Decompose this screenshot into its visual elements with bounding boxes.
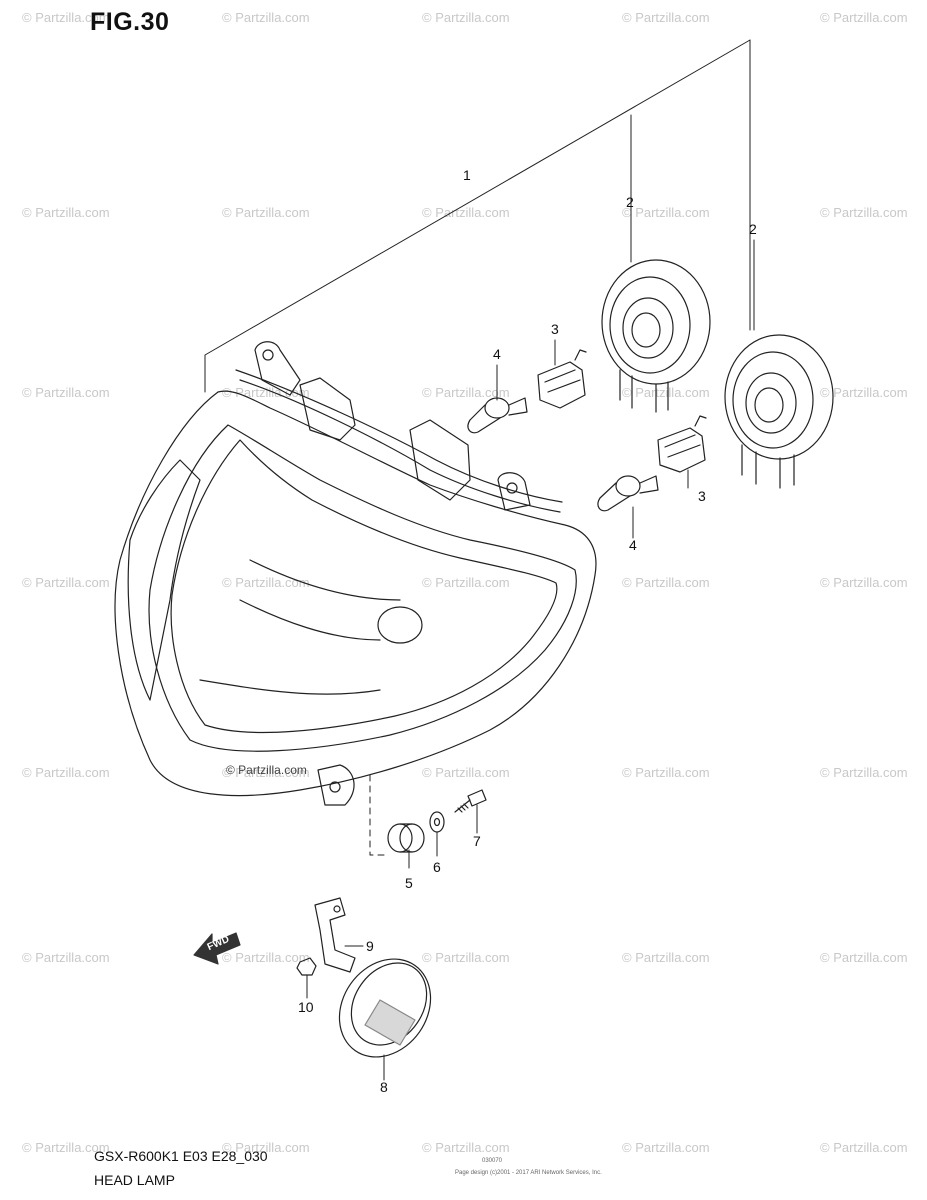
- figure-title: FIG.30: [90, 8, 170, 36]
- watermark: © Partzilla.com: [422, 205, 510, 220]
- bulb-socket-boss-left: [300, 378, 355, 440]
- watermark: © Partzilla.com: [622, 385, 710, 400]
- headlamp-lens-ring: [171, 440, 557, 732]
- watermark: © Partzilla.com: [422, 950, 510, 965]
- watermark: © Partzilla.com: [820, 765, 908, 780]
- bulb-lower: [598, 476, 658, 511]
- grommet: [388, 824, 424, 852]
- watermark: © Partzilla.com: [22, 1140, 110, 1155]
- watermark: © Partzilla.com: [422, 10, 510, 25]
- socket-cover-lower: [725, 335, 833, 488]
- headlamp-assembly: [115, 342, 596, 805]
- callout-8: 8: [380, 1079, 388, 1095]
- watermark: © Partzilla.com: [422, 765, 510, 780]
- projector-lens: [378, 607, 422, 643]
- watermark: © Partzilla.com: [622, 205, 710, 220]
- callout-6: 6: [433, 859, 441, 875]
- socket-cover-upper: [602, 260, 710, 412]
- sheet-code: 030070: [482, 1158, 503, 1164]
- mount-hole-right: [507, 483, 517, 493]
- watermark: © Partzilla.com: [222, 765, 310, 780]
- leader-line-5: [370, 775, 386, 855]
- callout-4b: 4: [629, 537, 637, 553]
- headlamp-outer-shell: [115, 391, 596, 795]
- headlamp-reflector-top: [240, 380, 560, 512]
- watermark: © Partzilla.com: [820, 950, 908, 965]
- watermark: © Partzilla.com: [22, 205, 110, 220]
- headlamp-lens-inner: [149, 425, 576, 751]
- washer: [430, 812, 444, 832]
- watermark: © Partzilla.com: [222, 575, 310, 590]
- bulb-socket-upper: [538, 350, 586, 408]
- watermark: © Partzilla.com: [222, 1140, 310, 1155]
- mount-tab-left: [255, 342, 300, 395]
- callout-2b: 2: [749, 221, 757, 237]
- watermark: © Partzilla.com: [820, 10, 908, 25]
- bracket: [315, 898, 355, 972]
- mount-tab-right: [498, 473, 530, 510]
- inline-watermark: © Partzilla.com: [226, 763, 307, 777]
- watermark: © Partzilla.com: [820, 205, 908, 220]
- callout-4a: 4: [493, 346, 501, 362]
- watermark: © Partzilla.com: [22, 10, 110, 25]
- callout-2a: 2: [626, 194, 634, 210]
- headlamp-reflector-top-2: [236, 370, 562, 502]
- watermark: © Partzilla.com: [622, 950, 710, 965]
- nut: [297, 958, 316, 975]
- watermark: © Partzilla.com: [422, 575, 510, 590]
- callout-9: 9: [366, 938, 374, 954]
- watermark: © Partzilla.com: [622, 765, 710, 780]
- headlamp-left-facet: [128, 460, 200, 700]
- bulb-socket-lower: [658, 416, 706, 472]
- watermark: © Partzilla.com: [622, 10, 710, 25]
- watermark: © Partzilla.com: [22, 950, 110, 965]
- watermark: © Partzilla.com: [422, 1140, 510, 1155]
- callout-7: 7: [473, 833, 481, 849]
- reflector-line-1: [240, 600, 380, 640]
- copyright-notice: Page design (c)2001 - 2017 ARI Network S…: [455, 1170, 602, 1176]
- callout-3b: 3: [698, 488, 706, 504]
- watermark: © Partzilla.com: [22, 575, 110, 590]
- screw: [455, 790, 486, 812]
- assembly-name: HEAD LAMP: [94, 1172, 175, 1188]
- watermark: © Partzilla.com: [422, 385, 510, 400]
- mount-tab-bottom: [318, 765, 354, 805]
- mount-hole-left: [263, 350, 273, 360]
- reflector: [321, 941, 449, 1074]
- watermark: © Partzilla.com: [22, 385, 110, 400]
- leader-lines: [205, 40, 754, 1080]
- reflector-line-2: [200, 680, 380, 694]
- bulb-socket-boss-right: [410, 420, 470, 500]
- watermark: © Partzilla.com: [222, 205, 310, 220]
- callout-5: 5: [405, 875, 413, 891]
- bulb-upper: [468, 398, 527, 433]
- watermark: © Partzilla.com: [622, 575, 710, 590]
- watermark: © Partzilla.com: [222, 10, 310, 25]
- watermark: © Partzilla.com: [820, 385, 908, 400]
- watermark: © Partzilla.com: [22, 765, 110, 780]
- forward-arrow: [194, 933, 240, 964]
- watermark: © Partzilla.com: [820, 1140, 908, 1155]
- mount-hole-bottom: [330, 782, 340, 792]
- model-code: GSX-R600K1 E03 E28_030: [94, 1148, 268, 1164]
- callout-10: 10: [298, 999, 314, 1015]
- callout-1: 1: [463, 167, 471, 183]
- watermark: © Partzilla.com: [222, 950, 310, 965]
- callout-3a: 3: [551, 321, 559, 337]
- watermark: © Partzilla.com: [622, 1140, 710, 1155]
- leader-line-1-diag: [205, 40, 750, 392]
- reflector-line-3: [250, 560, 400, 600]
- watermark: © Partzilla.com: [820, 575, 908, 590]
